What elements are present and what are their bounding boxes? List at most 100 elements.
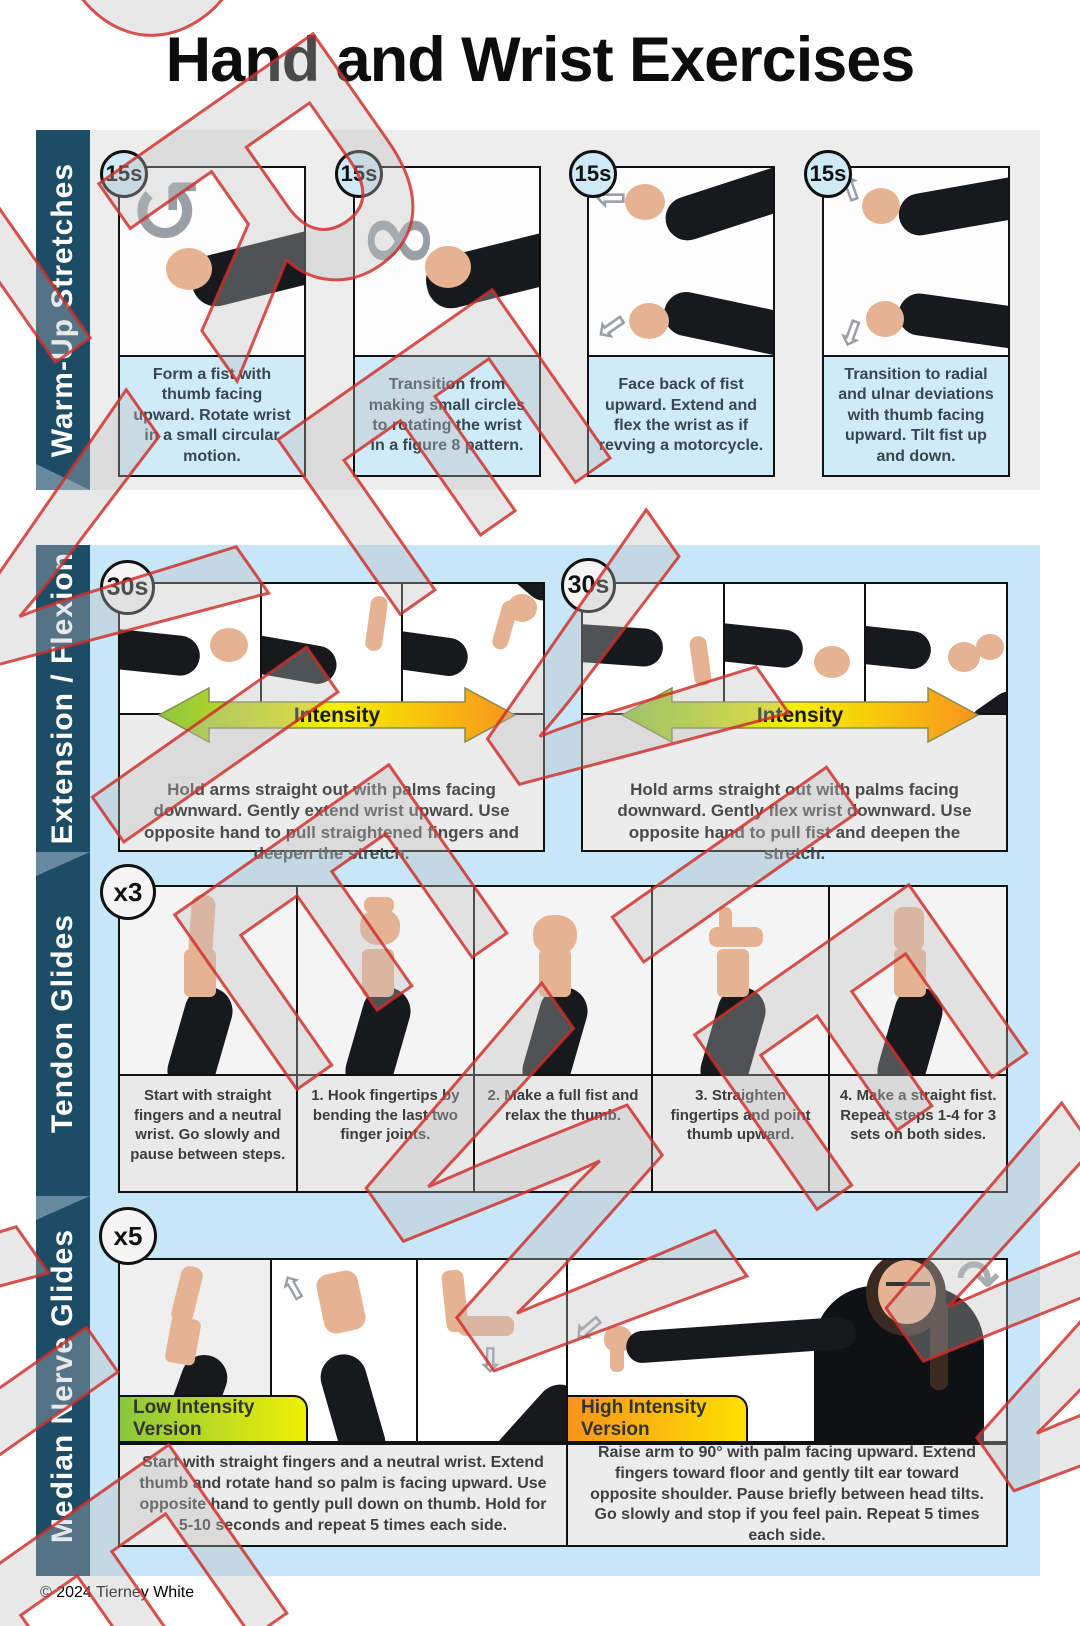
photo-straight-fingers <box>120 887 296 1076</box>
warmup-card-1: ↺ Form a fist with thumb facing upward. … <box>118 166 306 477</box>
duration-badge: 15s <box>804 150 852 198</box>
reps-badge: x3 <box>100 864 156 920</box>
fold-decoration <box>36 1196 90 1220</box>
arm-sleeve <box>261 631 340 687</box>
photo-rev-motion: ⇦ ⇦ <box>589 168 773 357</box>
intensity-arrow: Intensity <box>620 686 980 744</box>
down-arrow-icon: ⇩ <box>476 1341 505 1381</box>
pulling-hand <box>458 1316 514 1336</box>
sidebar-tendon-glides: Tendon Glides <box>36 852 90 1196</box>
extension-photos <box>118 582 545 715</box>
arm-sleeve <box>866 623 934 671</box>
head-tilt-arrow-icon: ↷ <box>956 1260 1000 1310</box>
sidebar-extension-flexion-label: Extension / Flexion <box>46 552 79 845</box>
photo-tabletop-hand <box>652 887 829 1076</box>
photo-thumb-pull: ⇩ <box>416 1260 566 1441</box>
photo-straight-fist <box>830 887 1006 1076</box>
arm-sleeve <box>724 620 805 670</box>
warmup-card-2: ∞ Transition from making small circles t… <box>353 166 541 477</box>
tendon-glides-table: Start with straight fingers and a neutra… <box>118 885 1008 1193</box>
flexion-photos <box>581 582 1008 715</box>
flat-fingers <box>708 927 763 947</box>
sidebar-extension-flexion: Extension / Flexion <box>36 545 90 852</box>
hook-hand <box>359 909 400 945</box>
duration-badge: 30s <box>561 558 616 613</box>
arm-sleeve <box>660 287 773 355</box>
straight-fist <box>894 907 925 951</box>
fist <box>425 246 471 288</box>
sidebar-warmup-label: Warm-Up Stretches <box>46 162 79 458</box>
photo-wrist-extended <box>259 584 402 713</box>
straight-fingers <box>187 894 217 958</box>
duration-badge: 15s <box>335 150 383 198</box>
warmup-card-4: ⇧ ⇩ Transition to radial and ulnar devia… <box>822 166 1010 477</box>
wrist <box>539 949 572 997</box>
arm-sleeve <box>484 1374 566 1441</box>
sidebar-warmup: Warm-Up Stretches <box>36 130 90 490</box>
helper-hand <box>976 634 1005 660</box>
infinity-icon: ∞ <box>359 180 439 292</box>
tilt-down-arrow-icon: ⇩ <box>830 310 873 357</box>
hair-strand <box>930 1300 948 1390</box>
photo-full-fist <box>475 887 651 1076</box>
photo-fist-figure8: ∞ <box>355 168 539 357</box>
hooked-fingertips <box>363 897 394 913</box>
tendon-caption-3: 2. Make a full fist and relax the thumb. <box>475 1076 651 1191</box>
low-intensity-tag: Low Intensity Version <box>118 1395 308 1443</box>
page-title: Hand and Wrist Exercises <box>165 25 916 95</box>
tendon-step-2: 1. Hook fingertips by bending the last t… <box>295 887 474 1191</box>
wrist <box>894 949 927 997</box>
intensity-arrow-label: Intensity <box>757 704 844 727</box>
photo-fist-circular: ↺ <box>120 168 304 357</box>
fold-decoration <box>36 852 90 876</box>
wrist <box>361 949 394 997</box>
fist <box>862 188 900 224</box>
warmup-caption-2: Transition from making small circles to … <box>355 357 539 475</box>
extended-hand <box>364 595 390 652</box>
helper-hand <box>507 594 538 622</box>
tendon-step-5: 4. Make a straight fist. Repeat steps 1-… <box>828 887 1006 1191</box>
arm-sleeve <box>583 622 665 668</box>
tendon-step-1: Start with straight fingers and a neutra… <box>120 887 296 1191</box>
fist <box>814 646 851 678</box>
arm-sleeve <box>315 1348 391 1441</box>
fist <box>866 301 904 337</box>
tendon-caption-2: 1. Hook fingertips by bending the last t… <box>297 1076 474 1191</box>
duration-badge: 15s <box>100 150 148 198</box>
intensity-arrow: Intensity <box>157 686 517 744</box>
arm-sleeve <box>403 627 471 679</box>
high-intensity-caption: Raise arm to 90° with palm facing upward… <box>590 1444 984 1545</box>
rotate-arrow-icon: ⇧ <box>271 1264 317 1314</box>
extension-card: Intensity Hold arms straight out with pa… <box>118 582 545 863</box>
wrist <box>716 949 749 997</box>
duration-badge: 15s <box>569 150 617 198</box>
tendon-caption-5: 4. Make a straight fist. Repeat steps 1-… <box>830 1076 1006 1191</box>
copyright-text: © 2024 Tierney White <box>40 1584 195 1601</box>
arm-sleeve <box>120 626 202 678</box>
low-intensity-caption: Start with straight fingers and a neutra… <box>120 1445 568 1545</box>
intensity-arrow-label: Intensity <box>294 704 381 727</box>
tendon-caption-4: 3. Straighten fingertips and point thumb… <box>652 1076 829 1191</box>
reps-badge: x5 <box>99 1207 157 1265</box>
fold-decoration <box>36 464 90 490</box>
warmup-caption-1: Form a fist with thumb facing upward. Ro… <box>120 357 304 475</box>
tendon-step-3: 2. Make a full fist and relax the thumb. <box>473 887 651 1191</box>
warmup-caption-4: Transition to radial and ulnar deviation… <box>824 357 1008 475</box>
fist <box>209 628 248 662</box>
open-palm <box>314 1268 368 1336</box>
head <box>878 1260 936 1324</box>
fist <box>166 248 212 290</box>
photo-hook-fist <box>297 887 474 1076</box>
sidebar-tendon-glides-label: Tendon Glides <box>46 914 79 1134</box>
flexed-hand <box>688 635 713 687</box>
fist <box>948 642 981 672</box>
arm-sleeve <box>895 171 1008 239</box>
sidebar-median-nerve: Median Nerve Glides <box>36 1196 90 1576</box>
warmup-caption-3: Face back of fist upward. Extend and fle… <box>589 357 773 475</box>
arm-sleeve <box>895 290 1008 354</box>
warmup-card-3: ⇦ ⇦ Face back of fist upward. Extend and… <box>587 166 775 477</box>
fist <box>629 303 669 339</box>
photo-radial-ulnar: ⇧ ⇩ <box>824 168 1008 357</box>
duration-badge: 30s <box>100 560 155 615</box>
flexion-card: Intensity Hold arms straight out with pa… <box>581 582 1008 863</box>
